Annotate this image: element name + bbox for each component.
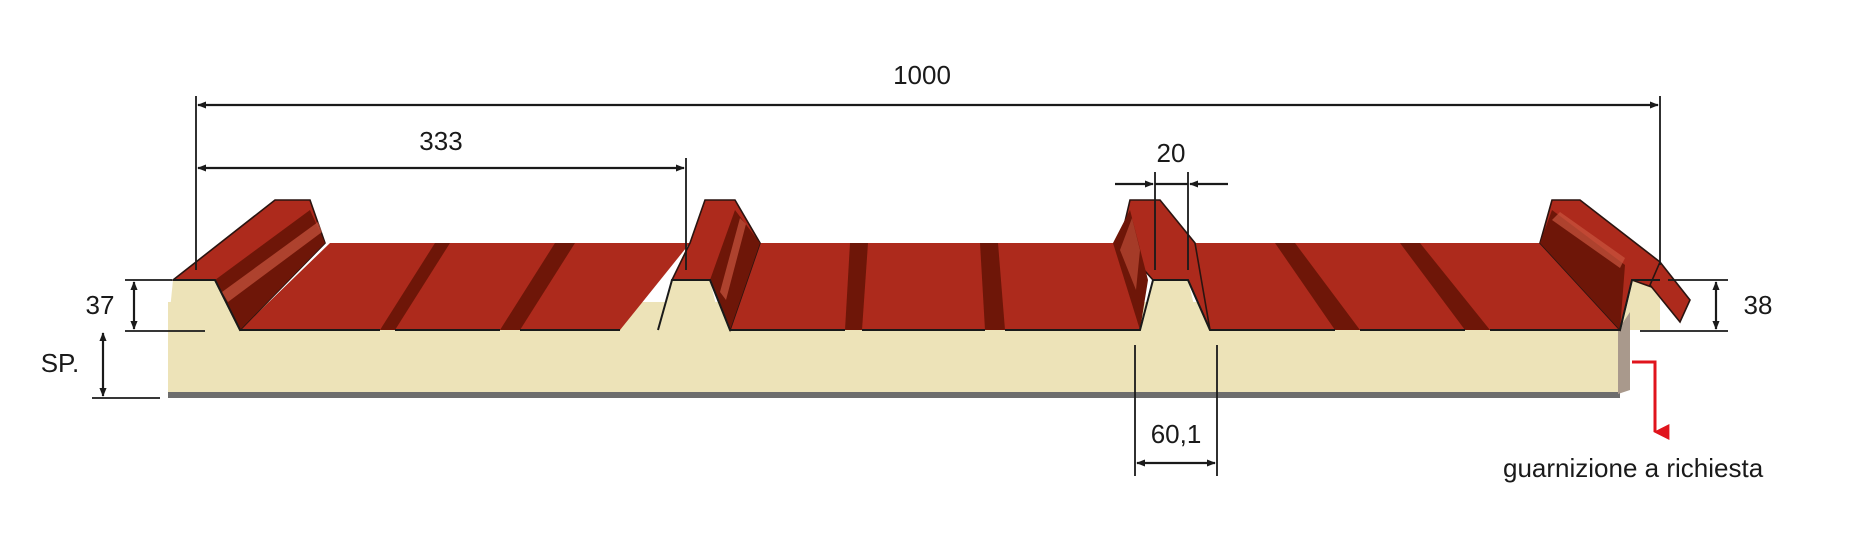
label-rib-height-left: 37 — [86, 290, 115, 320]
gasket-edge — [1618, 312, 1630, 394]
metal-sheet — [170, 199, 1691, 333]
label-total-width: 1000 — [893, 60, 951, 90]
stiffening-ribs — [380, 243, 1490, 330]
dim-thickness: SP. — [41, 332, 160, 399]
label-gasket: guarnizione a richiesta — [1503, 453, 1764, 483]
base-line — [168, 392, 1620, 398]
dim-rib-base: 60,1 — [1134, 345, 1218, 476]
label-thickness: SP. — [41, 348, 80, 378]
label-rib-spacing: 333 — [419, 126, 462, 156]
dim-total-width: 1000 — [195, 60, 1661, 270]
dim-rib-height-left: 37 — [86, 279, 205, 332]
label-rib-base: 60,1 — [1151, 419, 1202, 449]
label-rib-top: 20 — [1157, 138, 1186, 168]
gasket-callout: guarnizione a richiesta — [1503, 360, 1764, 483]
dim-rib-spacing: 333 — [197, 126, 687, 270]
label-rib-height-right: 38 — [1744, 290, 1773, 320]
dim-rib-top: 20 — [1115, 138, 1228, 270]
dim-rib-height-right: 38 — [1640, 279, 1773, 332]
